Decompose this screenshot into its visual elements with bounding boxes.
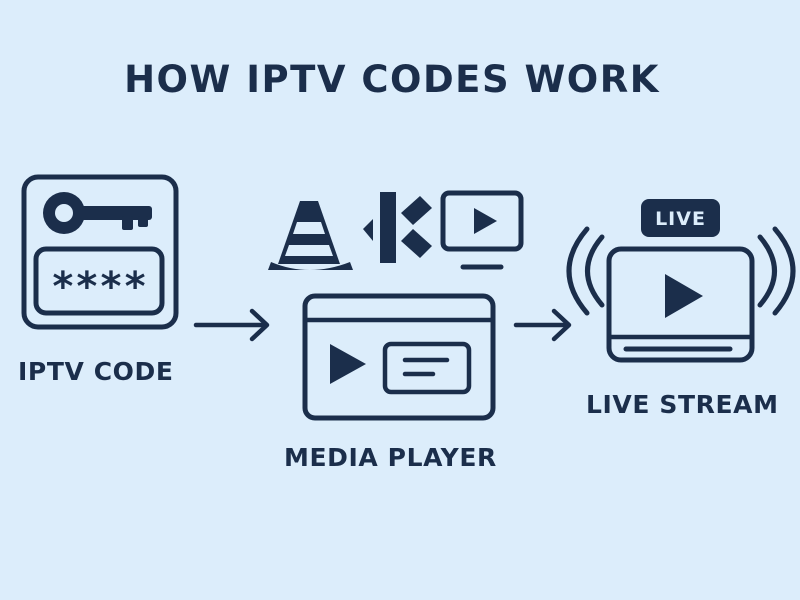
live-badge-text: LIVE	[655, 208, 706, 230]
vlc-cone-icon	[268, 201, 353, 270]
stage-label-live-stream: LIVE STREAM	[586, 390, 779, 419]
password-field-icon: ****	[33, 246, 165, 316]
tv-monitor-icon	[440, 190, 524, 270]
media-player-window-icon	[302, 293, 496, 421]
stage-label-iptv-code: IPTV CODE	[18, 357, 174, 386]
live-badge-icon: LIVE	[641, 199, 720, 237]
key-icon	[43, 192, 152, 234]
password-mask: ****	[51, 264, 147, 310]
arrow-right-icon	[513, 308, 572, 342]
diagram-title: HOW IPTV CODES WORK	[124, 58, 660, 101]
play-screen-icon	[606, 246, 755, 363]
kodi-logo-icon	[363, 192, 432, 263]
code-card-frame	[21, 174, 179, 330]
arrow-right-icon	[193, 308, 270, 342]
stage-label-media-player: MEDIA PLAYER	[284, 443, 497, 472]
iptv-code-card	[21, 174, 179, 330]
broadcast-waves-icon	[566, 226, 796, 316]
